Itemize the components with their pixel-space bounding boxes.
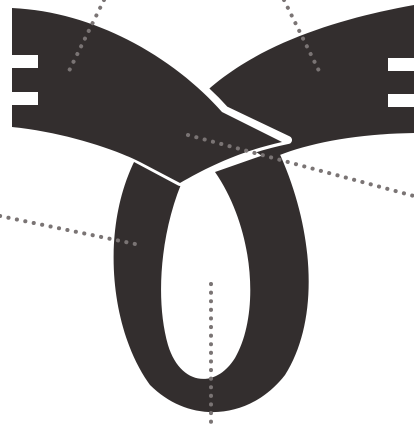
loop-band xyxy=(114,150,309,412)
left-arm-stripe-top xyxy=(10,55,38,68)
right-arm-stripe-bottom xyxy=(388,94,414,107)
right-arm-stripe-top xyxy=(388,58,414,71)
ribbon-loop xyxy=(114,150,309,412)
left-arm-stripe-bottom xyxy=(10,92,38,105)
